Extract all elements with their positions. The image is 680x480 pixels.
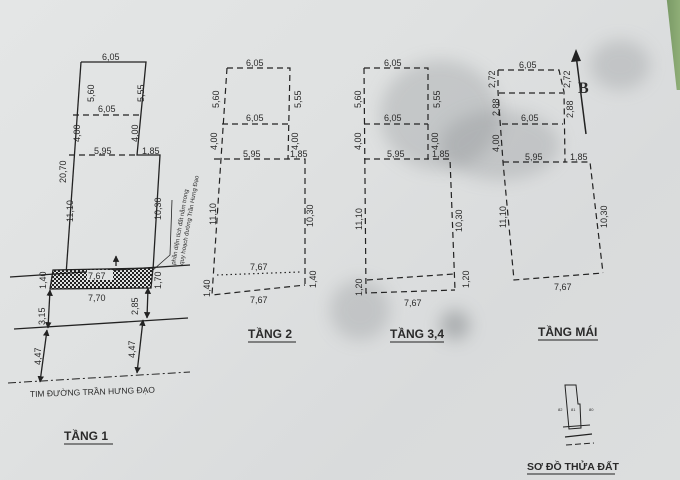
floor-3-4-offset: 1,85 (432, 149, 450, 159)
floor-2-top-width: 6,05 (246, 58, 264, 68)
floor-1-hatched-left: 1,40 (38, 271, 48, 289)
floor-1-left-depth: 11,10 (65, 200, 75, 222)
roof-upper-left-depth: 2,88 (491, 98, 501, 116)
floor-3-4-main-width: 5,95 (387, 149, 405, 159)
floor-2-left-depth: 11,10 (208, 203, 218, 225)
site-lot-81: 81 (571, 407, 576, 412)
floor-1-title: TẦNG 1 (64, 428, 108, 443)
floor-2-bottom-width: 7,67 (250, 295, 268, 305)
roof-mid-width: 6,05 (521, 113, 539, 123)
roof-bottom-width: 7,67 (554, 282, 572, 292)
floor-1-mid-right-depth: 4,00 (130, 124, 140, 142)
floor-2-offset: 1,85 (290, 149, 308, 159)
floor-3-4-mid-width: 6,05 (384, 113, 402, 123)
floor-3-4-bottom-width: 7,67 (404, 298, 422, 308)
floor-2-plan (211, 67, 306, 296)
floor-2-right-depth: 10,30 (305, 204, 315, 227)
floor-1-total-depth: 20,70 (58, 160, 68, 183)
floor-1-road-left: 4,47 (33, 347, 43, 365)
floor-3-4-balcony-left: 1,20 (354, 278, 364, 296)
roof-top-width: 6,05 (519, 60, 537, 70)
floor-2-title: TẦNG 2 (248, 326, 292, 341)
floor-1-offset: 1,85 (142, 146, 160, 156)
floor-1-hatched-top-width: 7,67 (88, 271, 106, 281)
roof-floor-plan (497, 69, 604, 281)
floor-1-setback-right: 2,85 (130, 297, 140, 315)
site-lot-80: 80 (589, 407, 594, 412)
floor-2-balcony-right: 1,40 (308, 270, 318, 288)
roof-offset: 1,85 (570, 152, 588, 162)
floor-2-upper-right-depth: 5,55 (293, 90, 303, 108)
floor-1-right-depth: 10,30 (153, 197, 163, 220)
roof-top-right-depth: 2,72 (562, 70, 572, 88)
site-plan-title: SƠ ĐỒ THỬA ĐẤT (527, 460, 620, 473)
floor-3-4-plan (363, 67, 456, 294)
floor-1-hatched-bottom-width: 7,70 (88, 293, 106, 303)
floor-1-top-width: 6,05 (102, 52, 120, 62)
roof-upper-right-depth: 2,88 (565, 100, 575, 118)
roof-top-left-depth: 2,72 (487, 70, 497, 88)
floor-3-4-balcony-right: 1,20 (461, 270, 471, 288)
floor-2-balcony-inner-width: 7,67 (250, 262, 268, 272)
floor-2-mid-right-depth: 4,00 (290, 132, 300, 150)
floor-1-road-right: 4,47 (127, 340, 137, 358)
floor-2-mid-width: 6,05 (246, 113, 264, 123)
floor-1-setback-left: 3,15 (37, 307, 47, 325)
roof-right-depth: 10,30 (599, 205, 609, 228)
site-lot-82: 82 (558, 407, 563, 412)
floor-1-upper-left-depth: 5,60 (86, 84, 96, 102)
floor-3-4-top-width: 6,05 (384, 58, 402, 68)
floor-1-mid-left-depth: 4,00 (72, 124, 82, 142)
floor-3-4-left-depth: 11,10 (354, 208, 364, 230)
floor-3-4-right-depth: 10,30 (454, 209, 464, 232)
floor-3-4-mid-left-depth: 4,00 (353, 132, 363, 150)
floor-3-4-title: TẦNG 3,4 (390, 326, 444, 341)
floor-3-4-upper-right-depth: 5,55 (432, 90, 442, 108)
floor-2-mid-left-depth: 4,00 (209, 132, 219, 150)
floor-2-upper-left-depth: 5,60 (211, 90, 221, 108)
roof-floor-title: TẦNG MÁI (538, 324, 597, 339)
floor-1-hatched-right: 1,70 (153, 271, 163, 289)
roof-mid-left-depth: 4,00 (491, 134, 501, 152)
floor-1-upper-right-depth: 5,55 (136, 84, 146, 102)
roof-left-depth: 11,10 (498, 206, 508, 228)
roof-main-width: 5,95 (525, 152, 543, 162)
floor-2-balcony-left: 1,40 (202, 279, 212, 297)
north-arrow-icon (571, 49, 587, 135)
site-plan-thumbnail (562, 384, 595, 446)
floor-2-main-width: 5,95 (243, 149, 261, 159)
floor-1-mid-width: 6,05 (98, 104, 116, 114)
floor-1-main-width: 5,95 (94, 146, 112, 156)
floor-3-4-mid-right-depth: 4,00 (430, 132, 440, 150)
north-arrow-label: B (578, 80, 589, 97)
road-centerline-label: TIM ĐƯỜNG TRẦN HƯNG ĐẠO (30, 385, 156, 399)
floor-3-4-upper-left-depth: 5,60 (353, 90, 363, 108)
